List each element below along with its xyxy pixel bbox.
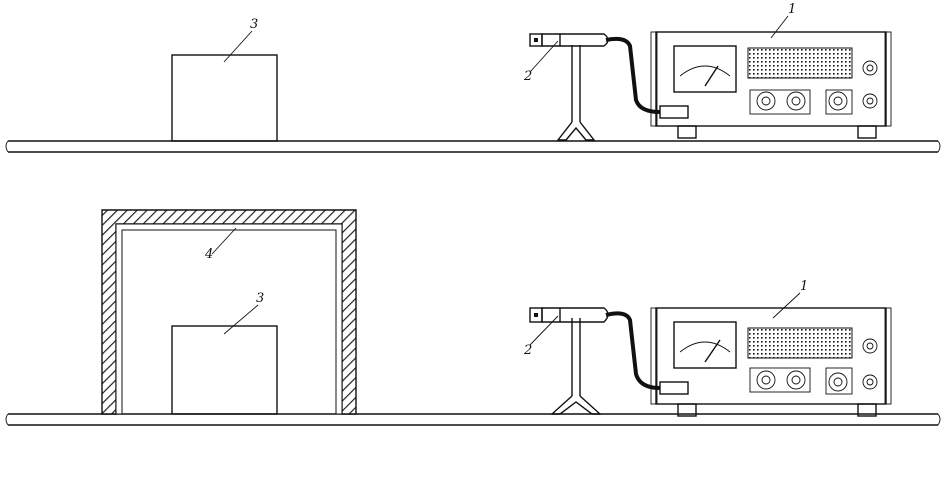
probe-assembly-top	[529, 33, 689, 141]
top-panel: 1 2 3	[5, 2, 941, 153]
bench-top	[5, 140, 941, 153]
label-meter-top: 1	[788, 2, 796, 17]
callouts-top: 1 2 3	[223, 2, 796, 84]
bench-bottom	[5, 413, 941, 426]
label-probe-top: 2	[523, 69, 532, 84]
label-sample-bottom: 3	[256, 291, 264, 306]
label-probe-bottom: 2	[523, 343, 532, 358]
instrument-bottom	[650, 307, 892, 417]
bottom-panel: 1 2 3 4	[5, 209, 941, 426]
instrument-top	[650, 31, 892, 139]
shield-enclosure	[101, 209, 357, 415]
callouts-bottom: 1 2 3 4	[204, 227, 808, 358]
label-shield: 4	[204, 247, 213, 262]
probe-assembly-bottom	[529, 307, 689, 415]
label-sample-top: 3	[250, 17, 258, 32]
sample-block-bottom	[171, 325, 278, 415]
label-meter-bottom: 1	[800, 279, 808, 294]
sample-block-top	[171, 54, 278, 142]
